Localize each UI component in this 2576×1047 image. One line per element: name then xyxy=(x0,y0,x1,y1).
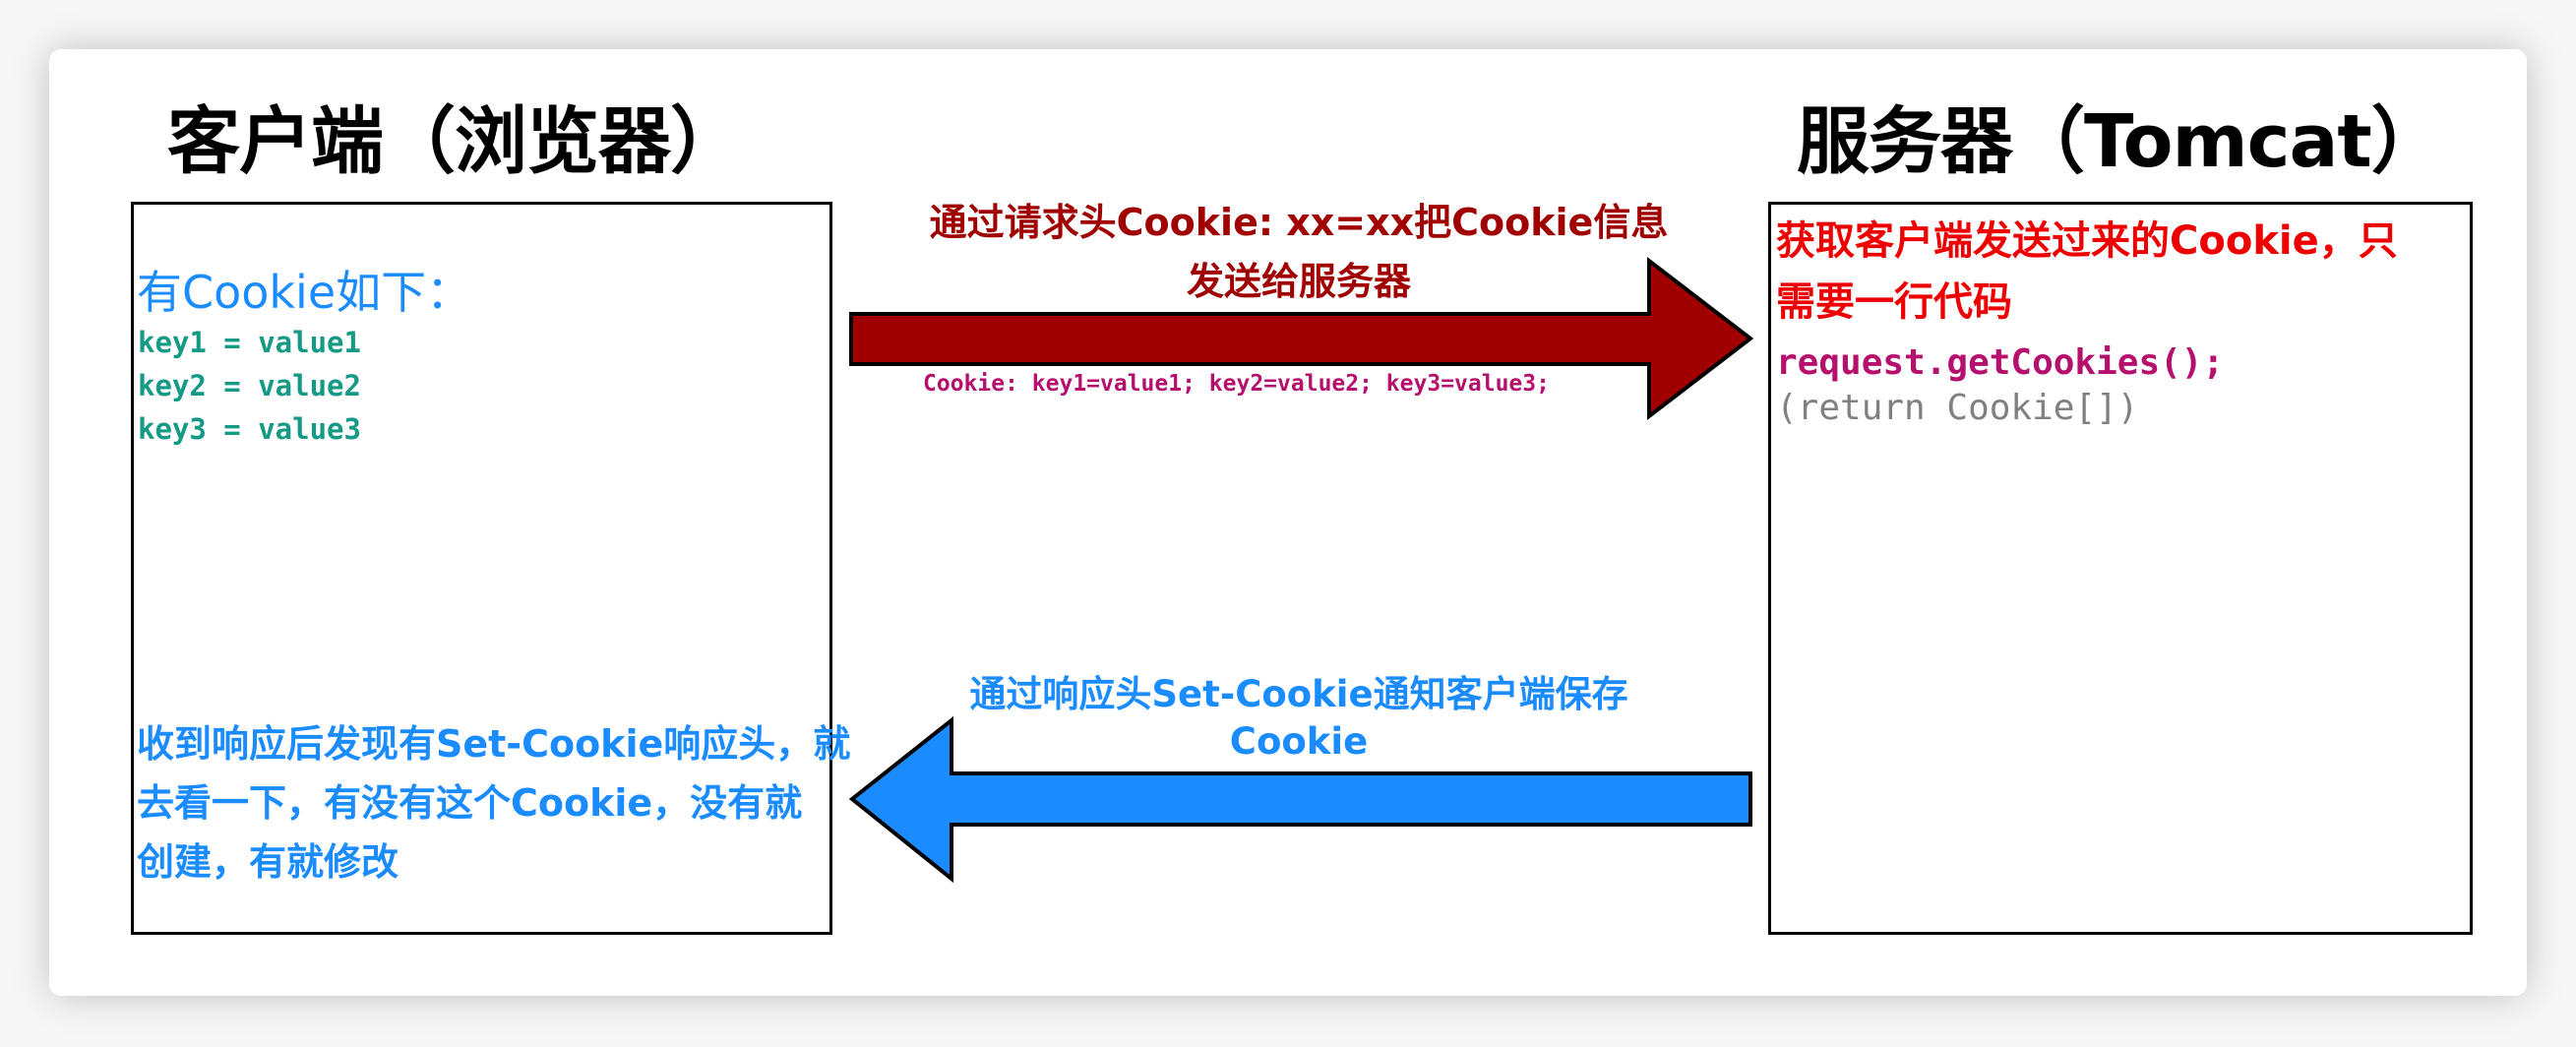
server-box xyxy=(1768,202,2473,935)
server-note-line: 获取客户端发送过来的Cookie，只 xyxy=(1776,218,2398,264)
request-arrow-label-line: 发送给服务器 xyxy=(1186,260,1411,303)
response-arrow-label-line: Cookie xyxy=(1229,720,1369,763)
client-response-note: 收到响应后发现有Set-Cookie响应头，就 去看一下，有没有这个Cookie… xyxy=(137,714,851,892)
cookie-list-heading: 有Cookie如下： xyxy=(137,266,472,319)
server-note-line: 需要一行代码 xyxy=(1776,279,2012,325)
cookie-entry: key3 = value3 xyxy=(138,412,361,446)
request-arrow-label-line: 通过请求头Cookie: xx=xx把Cookie信息 xyxy=(929,201,1669,244)
cookie-entry: key2 = value2 xyxy=(138,369,361,402)
client-title: 客户端（浏览器） xyxy=(167,99,743,184)
server-note: 获取客户端发送过来的Cookie，只 需要一行代码 xyxy=(1776,211,2465,333)
response-arrow-label-line: 通过响应头Set-Cookie通知客户端保存 xyxy=(969,673,1628,715)
code-return-type: (return Cookie[]) xyxy=(1776,388,2139,428)
client-box xyxy=(131,202,832,935)
code-get-cookies: request.getCookies(); xyxy=(1776,342,2225,383)
client-response-note-line: 创建，有就修改 xyxy=(137,840,399,884)
server-title: 服务器（Tomcat） xyxy=(1797,99,2444,184)
cookie-entry: key1 = value1 xyxy=(138,326,361,359)
request-cookie-header-example: Cookie: key1=value1; key2=value2; key3=v… xyxy=(923,371,1550,397)
client-response-note-line: 去看一下，有没有这个Cookie，没有就 xyxy=(137,781,803,825)
client-response-note-line: 收到响应后发现有Set-Cookie响应头，就 xyxy=(137,722,851,766)
